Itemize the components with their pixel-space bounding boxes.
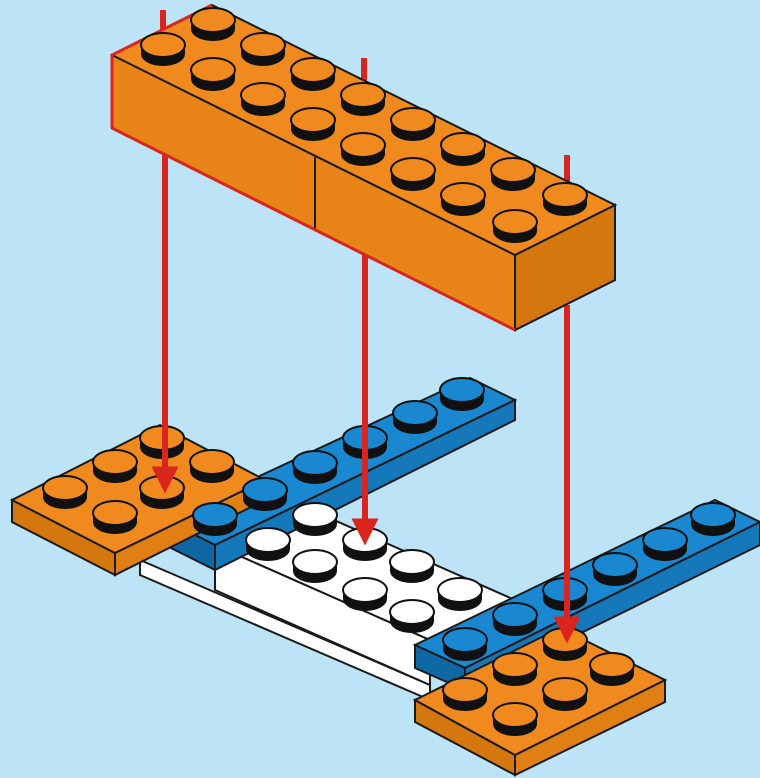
stud-orange [291, 108, 335, 141]
stud-orange [543, 183, 587, 216]
stud-orange [391, 108, 435, 141]
stud-orange [493, 703, 537, 736]
stud-orange [43, 476, 87, 509]
stud-blue [293, 451, 337, 484]
stud-orange [241, 33, 285, 66]
stud-orange [93, 501, 137, 534]
stud-orange [493, 653, 537, 686]
stud-blue [593, 553, 637, 586]
stud-white [343, 578, 387, 611]
stud-white [246, 528, 290, 561]
stud-blue [643, 528, 687, 561]
stud-blue [243, 478, 287, 511]
stud-blue [691, 503, 735, 536]
stud-orange [543, 628, 587, 661]
stud-orange [190, 450, 234, 483]
stud-orange [590, 653, 634, 686]
stud-orange [443, 678, 487, 711]
stud-blue [193, 503, 237, 536]
stud-blue [393, 401, 437, 434]
stud-blue [440, 378, 484, 411]
stud-white [438, 578, 482, 611]
stud-white [293, 503, 337, 536]
stud-orange [491, 158, 535, 191]
stud-orange [191, 58, 235, 91]
stud-orange [241, 83, 285, 116]
stud-orange [391, 158, 435, 191]
stud-orange [543, 678, 587, 711]
stud-orange [341, 133, 385, 166]
stud-orange [291, 58, 335, 91]
stud-blue [443, 628, 487, 661]
stud-white [293, 550, 337, 583]
stud-orange [140, 476, 184, 509]
stud-white [390, 600, 434, 633]
stud-blue [493, 603, 537, 636]
stud-orange [493, 210, 537, 243]
stud-orange [191, 8, 235, 41]
stud-white [390, 550, 434, 583]
stud-orange [141, 33, 185, 66]
stud-orange [441, 133, 485, 166]
stud-orange [93, 450, 137, 483]
stud-white [343, 528, 387, 561]
stud-orange [341, 83, 385, 116]
stud-orange [441, 183, 485, 216]
